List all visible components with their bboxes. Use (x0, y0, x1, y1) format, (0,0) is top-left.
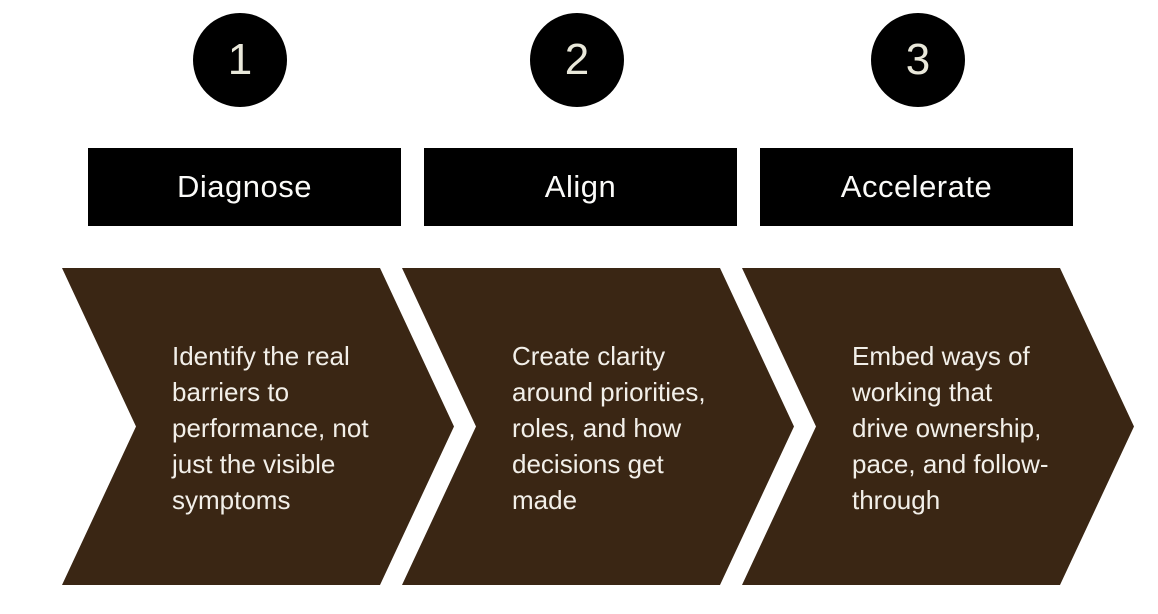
step-number: 1 (227, 35, 253, 84)
step-number: 2 (564, 35, 590, 84)
step-title: Align (544, 169, 617, 204)
step-title-bar: Align (424, 148, 737, 226)
step-description: Create clarity around priorities, roles,… (512, 341, 706, 515)
step-number-badge: 3 (871, 13, 965, 107)
chevron-arrow-shape: Embed ways of working that drive ownersh… (742, 268, 1134, 585)
step-number: 3 (905, 35, 931, 84)
step-description: Identify the real barriers to performanc… (172, 341, 369, 515)
step-description: Embed ways of working that drive ownersh… (852, 341, 1049, 515)
step-number-badge: 1 (193, 13, 287, 107)
step-title: Diagnose (177, 169, 312, 204)
step-number-badge: 2 (530, 13, 624, 107)
step-title-bar: Diagnose (88, 148, 401, 226)
step-title: Accelerate (840, 169, 993, 204)
step-title-bar: Accelerate (760, 148, 1073, 226)
